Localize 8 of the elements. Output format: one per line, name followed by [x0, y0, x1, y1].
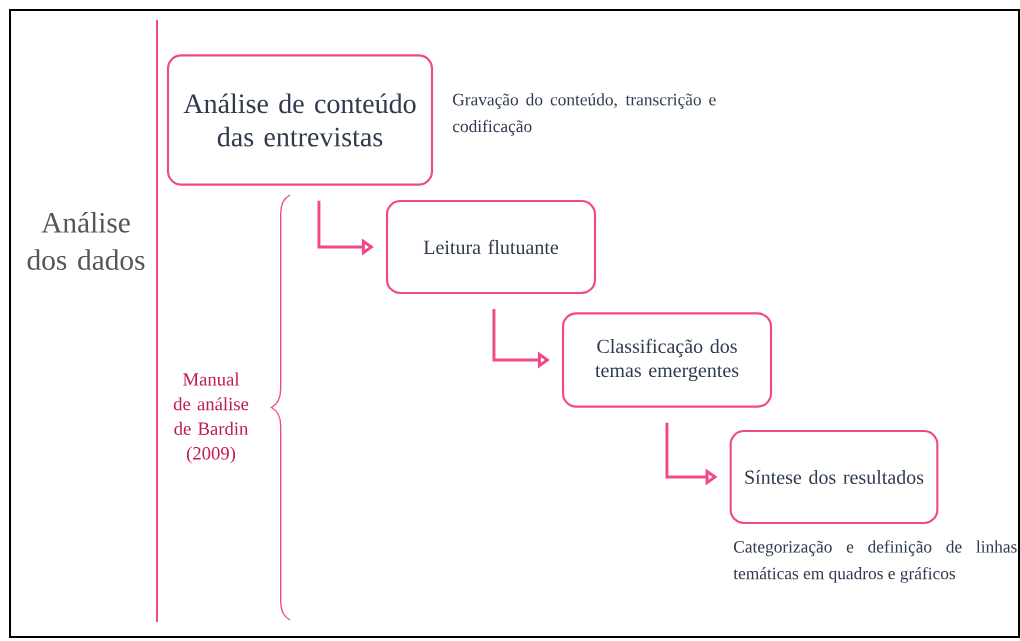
process-box: Síntese dos resultados: [729, 429, 939, 525]
side-note: Categorização e definição de linhas temáticas em quadros e gráficos: [733, 540, 1017, 583]
side-heading: Análise dos dados: [27, 211, 145, 270]
side-note: Gravação do conteúdo, transcrição e codificação: [452, 93, 716, 136]
process-box: Leitura flutuante: [385, 199, 597, 295]
process-box: Análise de conteúdo das entrevistas: [166, 54, 434, 186]
brace-label: Manual de análise de Bardin (2009): [173, 372, 249, 464]
process-box: Classificação dos temas emergentes: [561, 312, 773, 408]
